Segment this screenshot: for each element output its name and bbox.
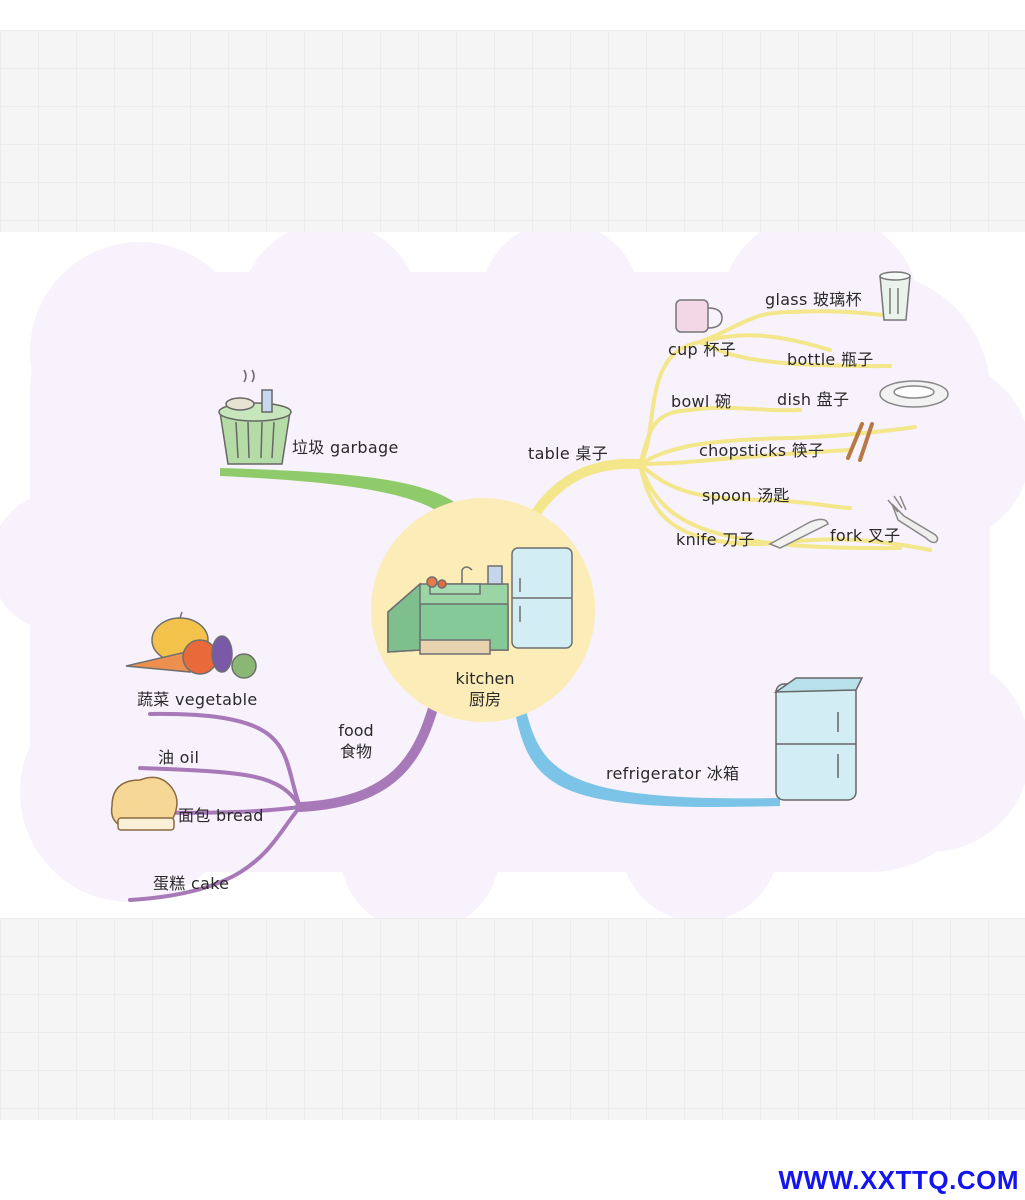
bottom-grid-background: [0, 918, 1025, 1120]
refrigerator-branch: [514, 702, 780, 807]
top-grid-background: [0, 30, 1025, 232]
vegetables-icon: [125, 611, 257, 679]
food-label-zh: 食物: [339, 742, 372, 761]
glass-icon: [879, 271, 911, 321]
bowl-label: bowl 碗: [671, 392, 732, 411]
cake-label: 蛋糕 cake: [153, 874, 230, 893]
garbage-bin-icon: [218, 369, 292, 465]
table-branch: [525, 309, 932, 552]
refrigerator-icon: [773, 677, 864, 801]
garbage-label: 垃圾 garbage: [292, 438, 399, 457]
bread-label: 面包 bread: [178, 806, 264, 825]
chopsticks-icon: [846, 422, 874, 462]
kitchen-icon: [387, 547, 573, 655]
oil-label: 油 oil: [158, 748, 200, 767]
food-label: food 食物: [326, 720, 386, 762]
dish-icon: [879, 380, 949, 408]
kitchen-label-zh: 厨房: [468, 690, 501, 709]
watermark-link[interactable]: WWW.XXTTQ.COM: [778, 1165, 1019, 1195]
knife-icon: [768, 518, 829, 549]
refrigerator-label: refrigerator 冰箱: [606, 764, 740, 783]
food-branch: [118, 697, 440, 902]
cup-label: cup 杯子: [668, 340, 736, 359]
cup-icon: [675, 299, 723, 333]
chopsticks-label: chopsticks 筷子: [699, 441, 825, 460]
glass-label: glass 玻璃杯: [765, 290, 862, 309]
knife-label: knife 刀子: [676, 530, 755, 549]
kitchen-label-en: kitchen: [455, 669, 515, 688]
kitchen-center-label: kitchen 厨房: [450, 668, 520, 710]
fork-icon: [887, 495, 939, 544]
dish-label: dish 盘子: [777, 390, 850, 409]
mind-map: 垃圾 garbage table 桌子 glass 玻璃杯 cup 杯子 bot…: [0, 232, 1025, 918]
table-label: table 桌子: [528, 444, 609, 463]
mind-map-drawing: [0, 232, 1025, 918]
spoon-label: spoon 汤匙: [702, 486, 790, 505]
bottle-label: bottle 瓶子: [787, 350, 874, 369]
food-label-en: food: [338, 721, 374, 740]
fork-label: fork 叉子: [830, 526, 901, 545]
garbage-branch: [220, 468, 468, 524]
vegetable-label: 蔬菜 vegetable: [137, 690, 258, 709]
bread-icon: [110, 776, 178, 831]
